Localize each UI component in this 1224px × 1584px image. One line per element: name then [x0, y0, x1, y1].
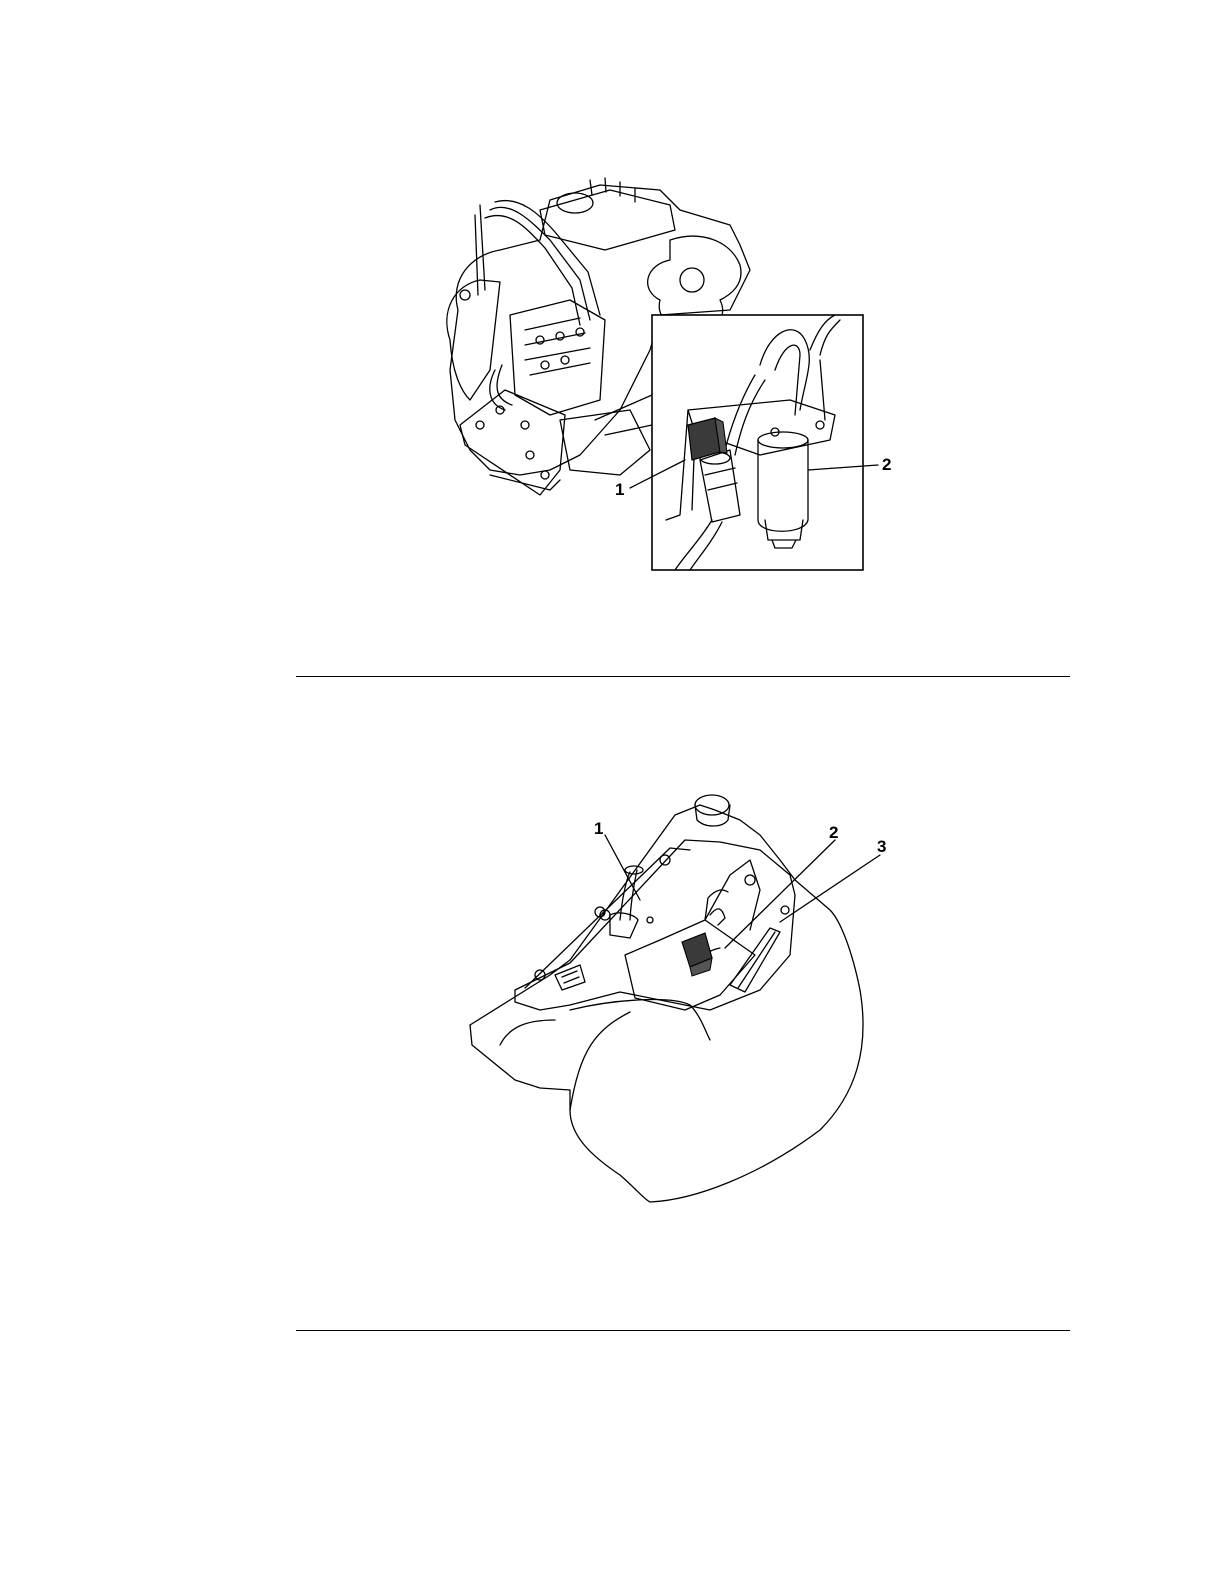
console-illustration: 1 2 3	[460, 780, 900, 1210]
figure2-callout-1: 1	[594, 819, 603, 838]
engine-illustration: 1 2	[430, 170, 910, 580]
section-divider-bottom	[296, 1330, 1070, 1331]
section-divider	[296, 676, 1070, 677]
figure1-callout-2: 2	[882, 455, 891, 474]
figure1-callout-1: 1	[615, 480, 624, 499]
console-figure: 1 2 3	[460, 780, 900, 1210]
engine-figure: 1 2	[430, 170, 910, 580]
figure2-callout-3: 3	[877, 837, 886, 856]
figure2-callout-2: 2	[829, 823, 838, 842]
